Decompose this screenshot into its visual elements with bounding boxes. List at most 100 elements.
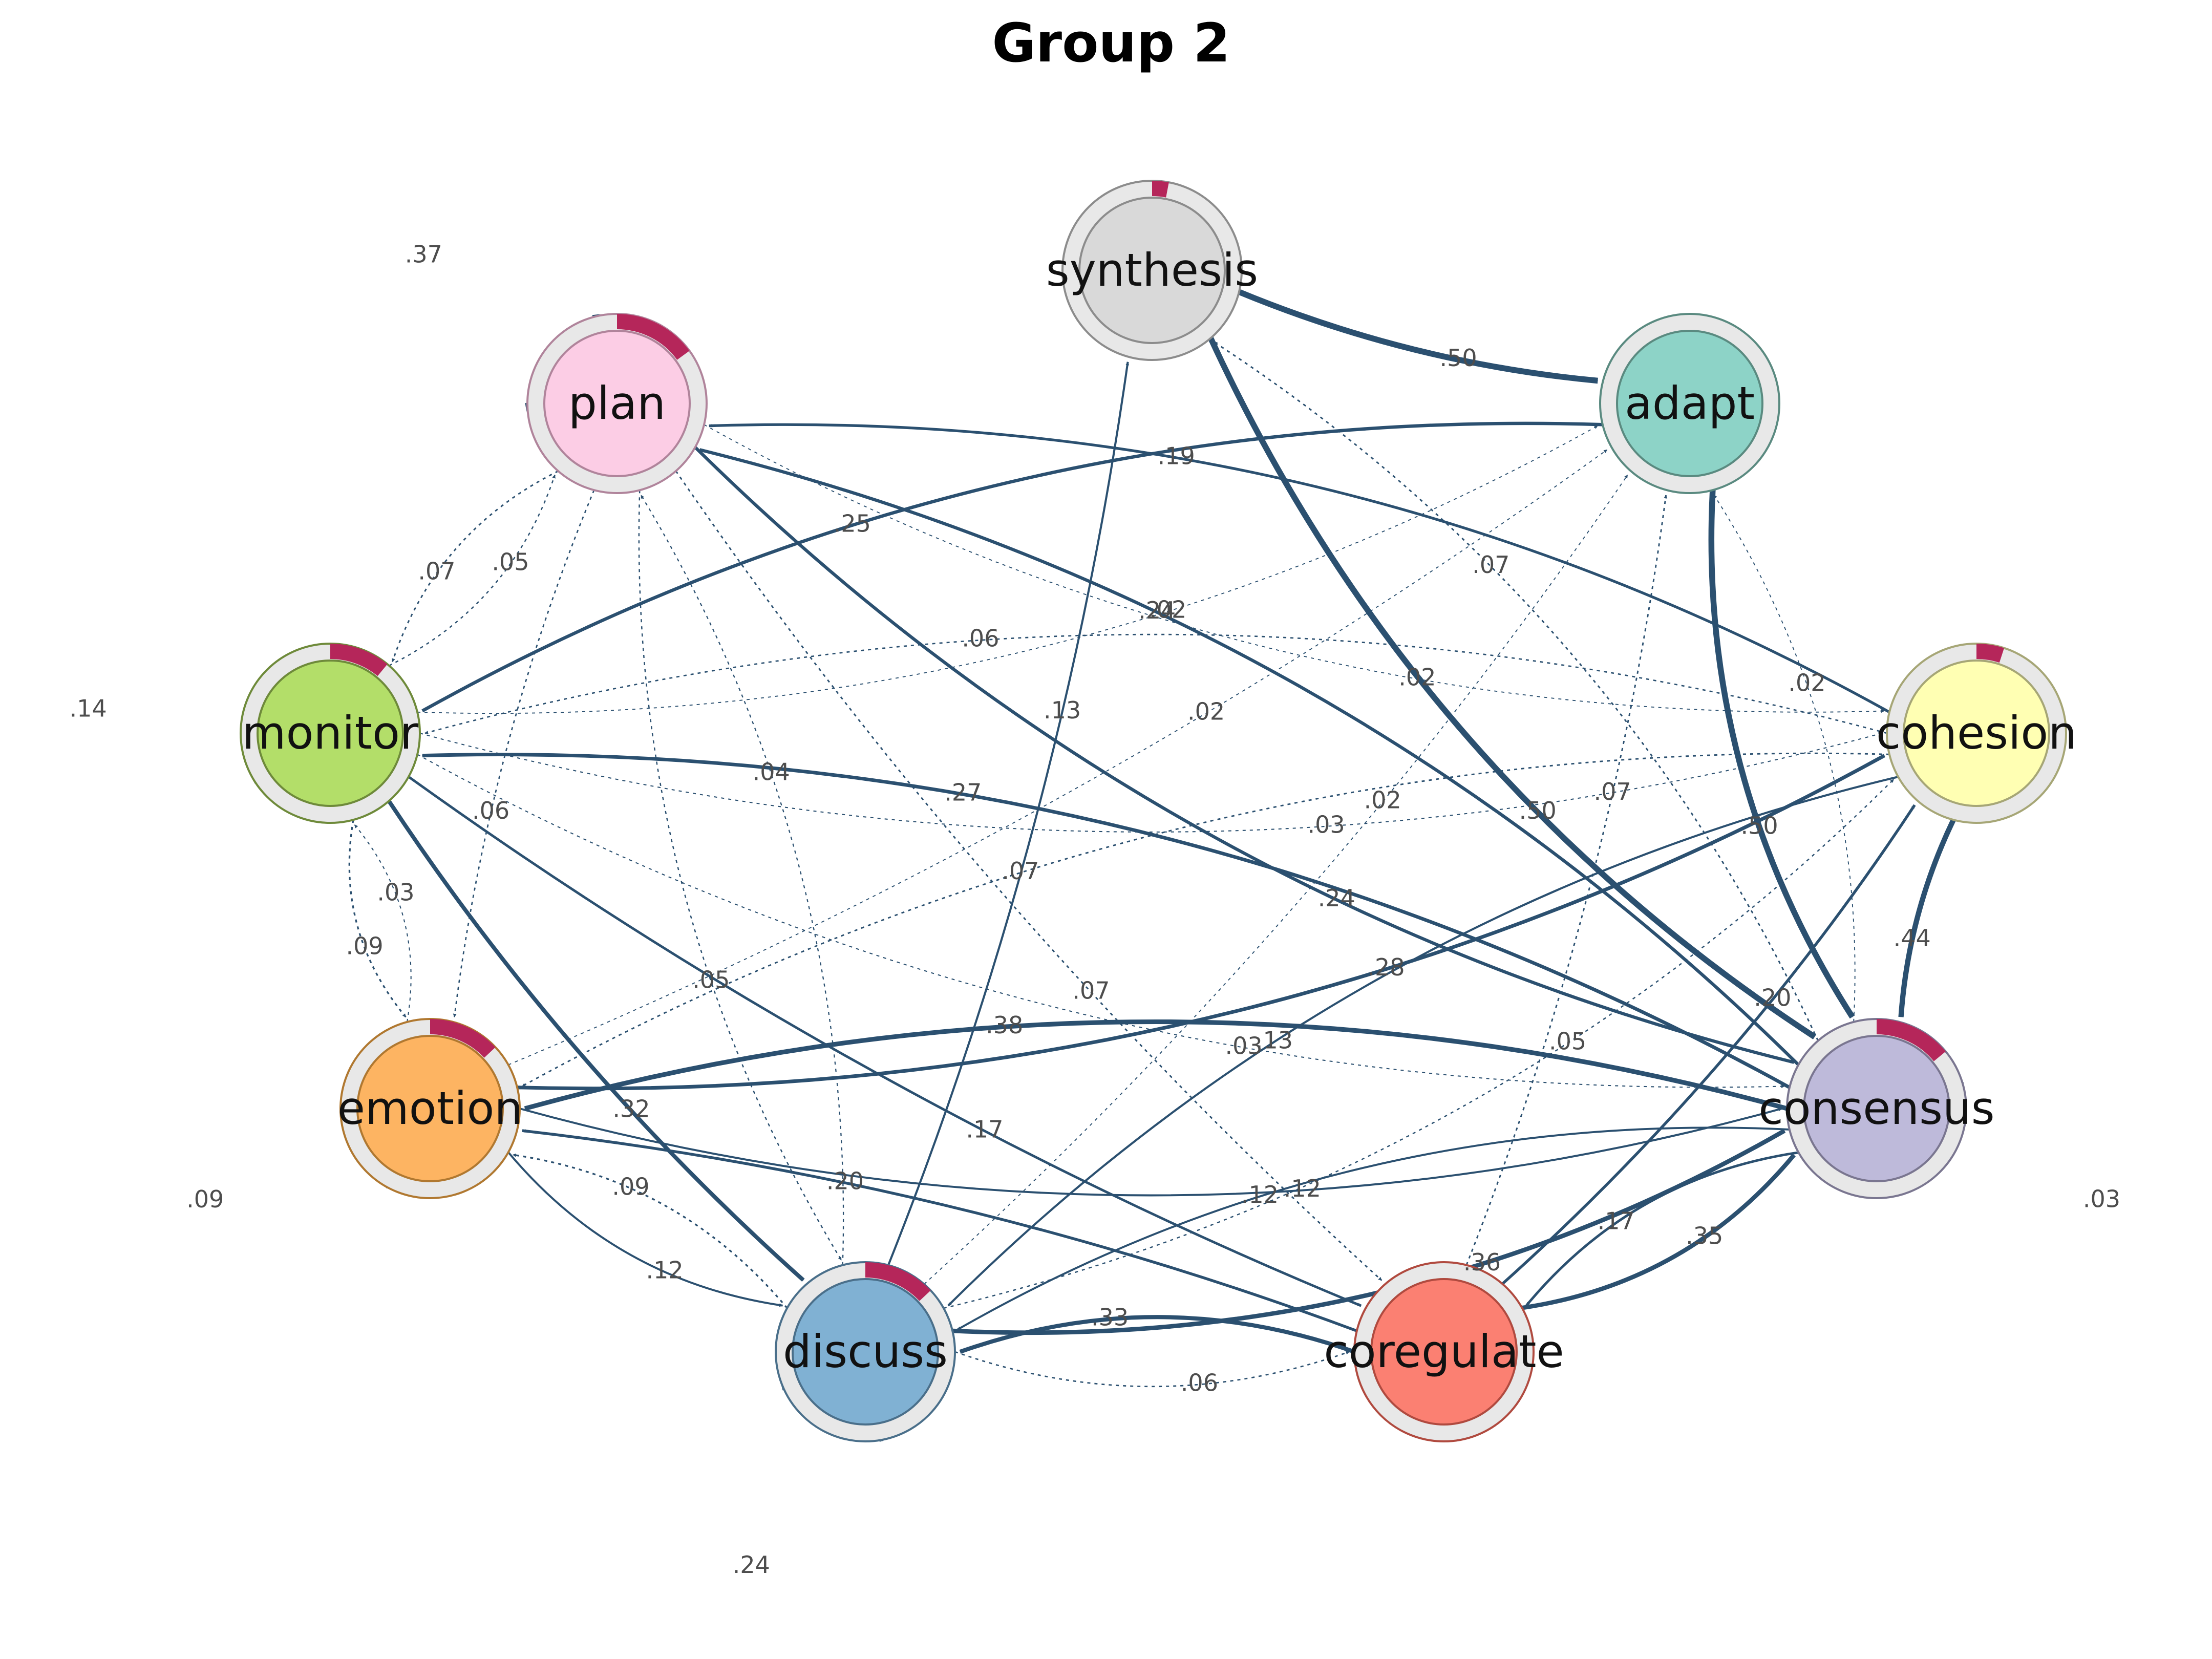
node-label-emotion: emotion <box>337 1082 523 1135</box>
edge-label-monitor-to-emotion: .09 <box>346 932 383 960</box>
edge-label-coregulate-to-adapt: .07 <box>1594 778 1631 805</box>
edge-label-discuss-to-cohesion: .05 <box>1549 1028 1586 1055</box>
edge-label-cohesion-to-plan: .19 <box>1158 442 1195 470</box>
edge-label-consensus-to-synthesis: .07 <box>1472 551 1509 579</box>
node-monitor[interactable]: monitor <box>240 643 421 824</box>
edge-cohesion-to-emotion <box>522 752 1889 1087</box>
edge-label-plan-to-discuss: .05 <box>692 966 730 994</box>
edge-labels-layer: .50.50.37.07.06.05.07.24.02.25.50.19.06.… <box>70 240 2121 1579</box>
node-label-consensus: consensus <box>1758 1082 1994 1135</box>
node-adapt[interactable]: adapt <box>1599 313 1780 494</box>
edge-discuss-to-adapt <box>924 475 1628 1285</box>
node-label-coregulate: coregulate <box>1324 1325 1564 1378</box>
edge-label-emotion-to-adapt: .02 <box>1187 697 1225 725</box>
edge-label-monitor-to-cohesion: .03 <box>1308 811 1345 838</box>
edge-label-synthesis-to-consensus: .50 <box>1519 797 1557 824</box>
edge-synthesis-to-consensus <box>1208 336 1817 1039</box>
edge-cohesion-to-discuss <box>947 776 1899 1307</box>
node-plan[interactable]: plan <box>526 313 708 494</box>
edge-label-cohesion-to-emotion: .07 <box>1002 857 1039 885</box>
edge-label-monitor-to-consensus: .03 <box>1225 1032 1263 1059</box>
edge-cohesion-to-monitor <box>424 633 1887 734</box>
edge-label-emotion-to-discuss: .12 <box>646 1257 683 1284</box>
edge-label-plan-to-monitor: .07 <box>418 558 455 585</box>
node-core-plan <box>543 330 691 477</box>
edge-plan-to-consensus <box>694 446 1795 1064</box>
edge-label-coregulate-to-discuss: .33 <box>1091 1304 1129 1331</box>
edge-cohesion-to-plan <box>709 423 1890 714</box>
node-synthesis[interactable]: synthesis <box>1046 180 1258 361</box>
edge-coregulate-to-cohesion <box>1501 804 1916 1285</box>
edge-label-monitor-to-discuss: .32 <box>612 1095 650 1123</box>
edge-label-discuss-to-consensus: .36 <box>1463 1248 1501 1276</box>
edge-discuss-to-emotion <box>512 1153 788 1309</box>
edge-label-discuss-to-plan: .04 <box>753 758 790 785</box>
node-pie-consensus <box>1876 1019 1946 1061</box>
edge-label-emotion-to-cohesion: .28 <box>1367 953 1405 981</box>
edge-label-plan-to-coregulate: .07 <box>1072 976 1110 1004</box>
edge-adapt-to-monitor <box>421 421 1603 713</box>
edge-emotion-to-cohesion <box>517 754 1885 1091</box>
edge-monitor-to-discuss <box>387 800 805 1282</box>
edge-synthesis-to-adapt <box>1238 289 1599 384</box>
edge-label-plan-to-cohesion: .02 <box>1398 664 1436 691</box>
node-label-monitor: monitor <box>242 707 419 759</box>
edge-plan-to-emotion <box>453 490 595 1017</box>
edge-plan-to-monitor <box>392 470 559 663</box>
edge-label-discuss-to-emotion: .09 <box>612 1173 649 1200</box>
node-core-adapt <box>1616 330 1763 477</box>
node-core-coregulate <box>1370 1278 1518 1426</box>
node-coregulate[interactable]: coregulate <box>1324 1261 1564 1442</box>
edge-label-consensus-to-monitor: .27 <box>944 779 982 806</box>
edge-label-coregulate-to-emotion: .20 <box>826 1167 864 1195</box>
edge-label-adapt-to-monitor: .25 <box>834 509 871 537</box>
edge-discuss-to-synthesis <box>887 361 1130 1266</box>
node-pie-plan <box>616 314 690 360</box>
edge-discuss-to-plan <box>640 495 844 1265</box>
edge-label-discuss-to-coregulate: .06 <box>1181 1369 1218 1396</box>
node-label-plan: plan <box>568 377 666 430</box>
node-emotion[interactable]: emotion <box>337 1018 523 1199</box>
edge-consensus-to-coregulate <box>1525 1151 1799 1306</box>
edge-label-emotion-to-consensus: .12 <box>1284 1175 1321 1202</box>
edge-label-consensus-to-consensus: .03 <box>2083 1185 2120 1213</box>
edge-plan-to-coregulate <box>675 471 1382 1281</box>
edge-label-emotion-to-monitor: .03 <box>377 879 414 906</box>
edge-label-plan-to-emotion: .06 <box>472 797 509 824</box>
edge-label-cohesion-to-monitor: .06 <box>962 625 999 652</box>
edge-coregulate-to-adapt <box>1465 495 1668 1266</box>
edge-emotion-to-consensus <box>519 1108 1782 1197</box>
edge-label-discuss-to-synthesis: .13 <box>1044 696 1081 724</box>
edge-coregulate-to-consensus <box>1521 1153 1796 1310</box>
edge-monitor-to-cohesion <box>419 732 1882 833</box>
node-pie-emotion <box>430 1019 496 1058</box>
diagram-title: Group 2 <box>992 12 1230 74</box>
node-label-cohesion: cohesion <box>1876 707 2077 759</box>
edge-consensus-to-synthesis <box>1214 341 1819 1041</box>
edge-coregulate-to-emotion <box>522 1129 1357 1332</box>
edge-label-plan-to-consensus: .24 <box>1318 884 1355 912</box>
edge-label-monitor-to-plan: .05 <box>492 548 529 576</box>
edge-emotion-to-discuss <box>507 1152 783 1307</box>
edge-consensus-to-adapt <box>1713 495 1856 1022</box>
edge-cohesion-to-consensus <box>1898 818 1956 1017</box>
node-cohesion[interactable]: cohesion <box>1876 643 2077 824</box>
edge-label-cohesion-to-consensus: .44 <box>1894 924 1931 952</box>
edge-label-coregulate-to-cohesion: .20 <box>1754 984 1791 1012</box>
node-consensus[interactable]: consensus <box>1758 1018 1995 1199</box>
edge-label-consensus-to-discuss: .12 <box>1241 1181 1279 1208</box>
edge-label-discuss-to-discuss: .24 <box>733 1551 770 1579</box>
node-label-discuss: discuss <box>783 1325 948 1378</box>
edge-plan-to-discuss <box>638 490 842 1261</box>
edge-label-monitor-to-adapt: .02 <box>1149 596 1186 624</box>
node-pie-synthesis <box>1152 181 1169 198</box>
edge-emotion-to-adapt <box>508 449 1608 1066</box>
edge-label-discuss-to-adapt: .02 <box>1364 786 1401 814</box>
edge-monitor-to-emotion <box>348 819 407 1018</box>
node-pie-cohesion <box>1976 644 2005 663</box>
node-discuss[interactable]: discuss <box>775 1261 956 1442</box>
edge-label-coregulate-to-consensus: .35 <box>1686 1222 1723 1249</box>
edge-discuss-to-coregulate <box>954 1351 1350 1388</box>
node-label-adapt: adapt <box>1625 377 1755 430</box>
edge-label-synthesis-to-adapt: .50 <box>1440 344 1477 372</box>
